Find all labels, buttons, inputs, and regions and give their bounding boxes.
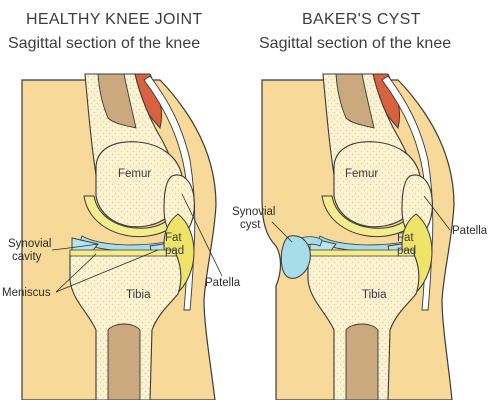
synovial-cyst-label-1: Synovial [232, 206, 275, 218]
left-fat-pad-label-2: pad [165, 245, 184, 257]
right-tibia-marrow [345, 323, 379, 400]
synovial-cyst-label-2: cyst [240, 219, 261, 231]
left-patella-leader [181, 193, 223, 277]
left-tibia-label: Tibia [126, 289, 151, 301]
left-title: HEALTHY KNEE JOINT [26, 11, 203, 28]
right-title: BAKER'S CYST [302, 11, 421, 28]
synovial-cavity-label-2: cavity [12, 251, 42, 263]
left-fat-pad-label-1: Fat [165, 232, 182, 244]
left-femur-marrow [97, 73, 137, 129]
right-patella-leader [423, 195, 451, 231]
right-subtitle: Sagittal section of the knee [259, 35, 452, 52]
right-fat-pad-label-1: Fat [397, 232, 414, 244]
left-femur-label: Femur [118, 168, 151, 180]
right-femur-label: Femur [345, 168, 378, 180]
synovial-cyst [280, 235, 311, 279]
left-tendon [143, 75, 196, 311]
left-tibia-marrow [107, 323, 141, 400]
left-tibia-cartilage [69, 249, 177, 257]
right-tibia-label: Tibia [362, 289, 387, 301]
left-subtitle: Sagittal section of the knee [8, 35, 201, 52]
right-fat-pad-label-2: pad [397, 245, 416, 257]
right-knee [261, 73, 455, 400]
left-knee [21, 73, 217, 400]
meniscus-leader-2 [55, 249, 159, 293]
synovial-cyst-leader [271, 221, 293, 243]
right-femur-marrow [335, 73, 375, 129]
right-patella-label: Patella [452, 225, 488, 237]
meniscus-label: Meniscus [2, 287, 51, 299]
left-patella-label: Patella [205, 277, 241, 289]
meniscus-leader-1 [55, 253, 97, 293]
synovial-cavity-leader [51, 243, 99, 251]
synovial-cavity-label-1: Synovial [8, 238, 51, 250]
right-tendon [381, 75, 434, 311]
